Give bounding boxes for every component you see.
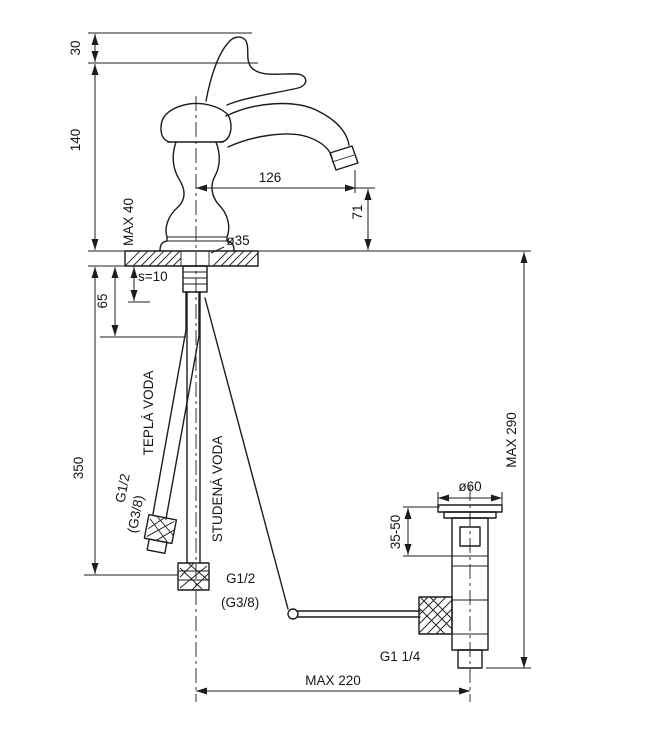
dia35-label: ø35: [226, 233, 249, 248]
s10-label: s=10: [138, 269, 168, 284]
dim-35-50-label: 35-50: [388, 515, 403, 550]
cold-pipe: [177, 291, 210, 591]
dim-140-label: 140: [68, 129, 83, 152]
drain-assembly: [418, 504, 503, 669]
drain-thread-label: G1 1/4: [380, 649, 421, 664]
pop-up-rod: [204, 297, 421, 620]
faucet-body: [159, 102, 235, 252]
cold-thread-alt-label: (G3/8): [221, 595, 259, 610]
dia60-label: ø60: [458, 479, 481, 494]
extension-lines: [84, 32, 531, 669]
dim-65-label: 65: [95, 293, 110, 308]
dim-30-label: 30: [68, 40, 83, 55]
dimension-lines: [91, 34, 528, 695]
dim-71-label: 71: [350, 204, 365, 219]
cold-thread-label: G1/2: [226, 571, 255, 586]
dim-126-label: 126: [259, 170, 282, 185]
dim-350-label: 350: [71, 457, 86, 480]
max-40-label: MAX 40: [121, 198, 136, 246]
mounting-plate: [124, 250, 259, 267]
max-220-label: MAX 220: [305, 673, 361, 688]
hot-water-label: TEPLÁ VODA: [141, 371, 156, 456]
hot-hose: [143, 291, 200, 555]
cold-water-label: STUDENÁ VODA: [210, 436, 225, 543]
faucet-spout: [225, 102, 359, 171]
hot-thread-label: G1/2: [112, 472, 132, 504]
threaded-shank: [182, 265, 208, 293]
hot-thread-alt-label: (G3/8): [125, 494, 147, 534]
faucet-handle: [205, 36, 307, 106]
max-290-label: MAX 290: [504, 412, 519, 468]
